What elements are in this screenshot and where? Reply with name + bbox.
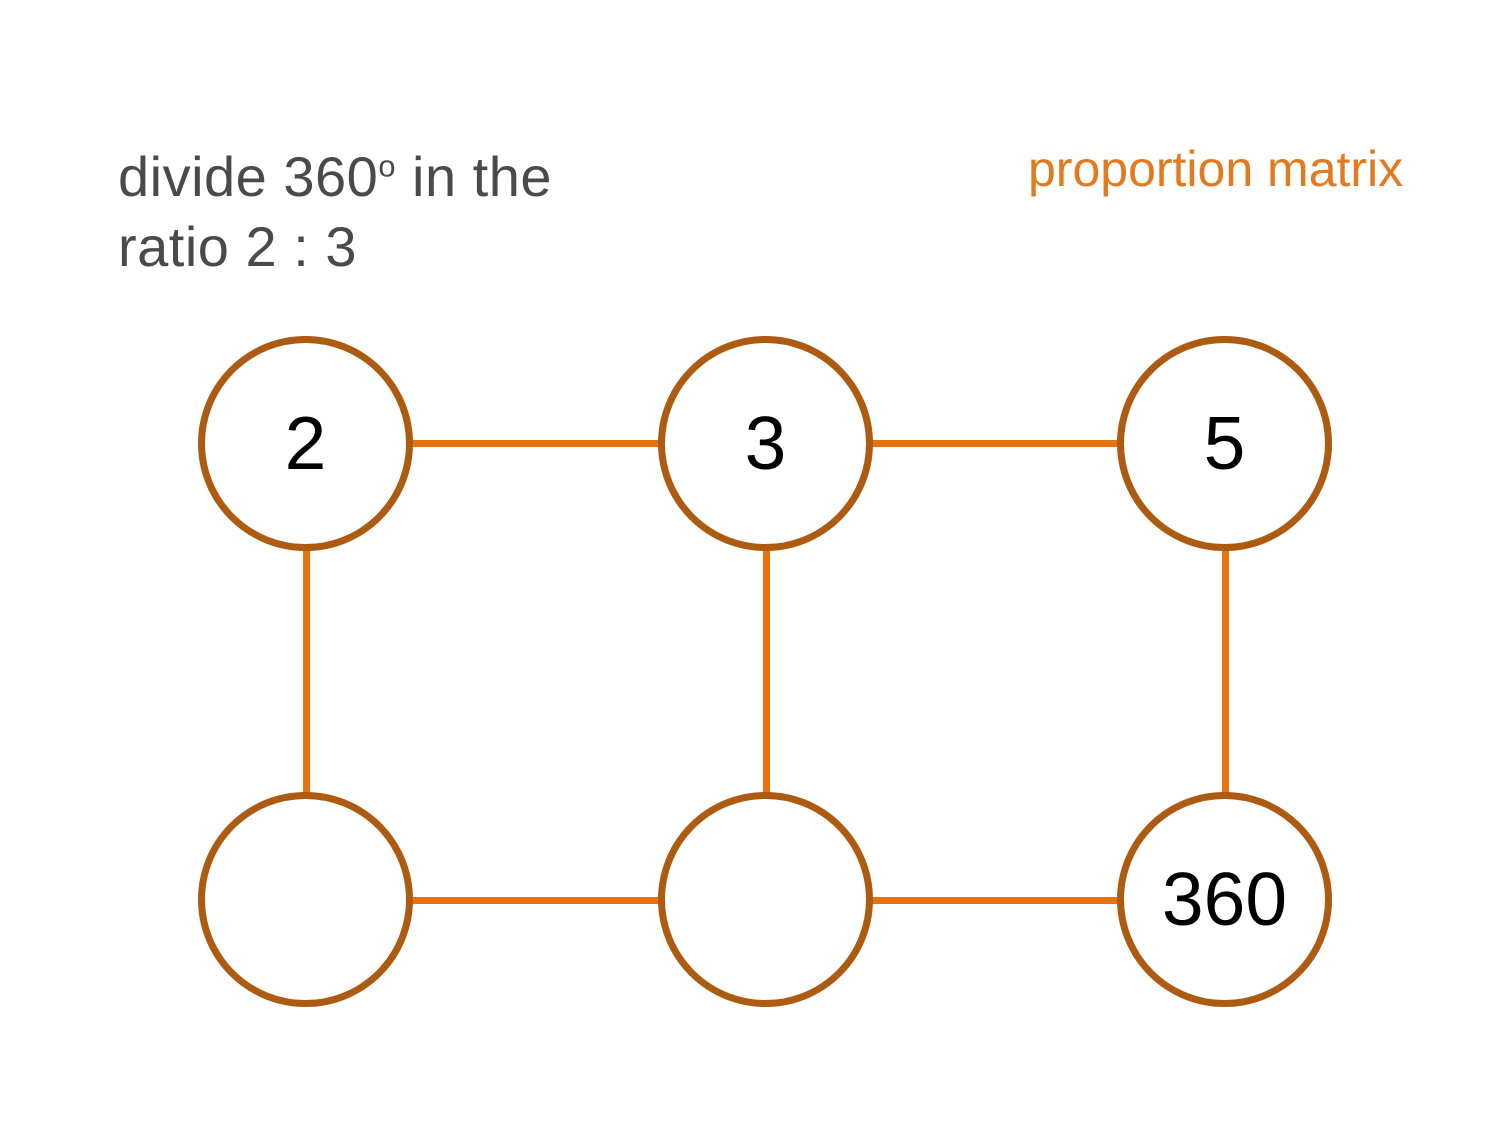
connector-ratio-a-to-ratio-b bbox=[306, 440, 766, 447]
cell-value: 3 bbox=[744, 401, 787, 485]
problem-line1-tail: in the bbox=[395, 145, 553, 208]
matrix-cell-angle-part-b-empty bbox=[658, 792, 873, 1007]
cell-value: 2 bbox=[284, 401, 327, 485]
cell-value: 5 bbox=[1203, 401, 1246, 485]
degree-superscript: o bbox=[378, 148, 396, 184]
matrix-cell-ratio-part-b: 3 bbox=[658, 336, 873, 551]
matrix-cell-angle-total: 360 bbox=[1117, 792, 1332, 1007]
connector-angle-b-to-total bbox=[766, 897, 1225, 904]
cell-value: 360 bbox=[1161, 857, 1288, 941]
connector-ratio-b-to-angle-b bbox=[763, 443, 770, 900]
problem-statement: divide 360o in the ratio 2 : 3 bbox=[118, 142, 552, 282]
problem-line1: divide 360o in the bbox=[118, 145, 552, 208]
proportion-matrix-label: proportion matrix bbox=[1028, 141, 1404, 197]
connector-ratio-b-to-total bbox=[766, 440, 1225, 447]
connector-ratio-total-to-angle-total bbox=[1222, 443, 1229, 900]
matrix-cell-ratio-part-a: 2 bbox=[198, 336, 413, 551]
connector-ratio-a-to-angle-a bbox=[303, 443, 310, 900]
matrix-cell-angle-part-a-empty bbox=[198, 792, 413, 1007]
connector-angle-a-to-angle-b bbox=[306, 897, 766, 904]
problem-line1-text: divide 360 bbox=[118, 145, 379, 208]
matrix-cell-ratio-total: 5 bbox=[1117, 336, 1332, 551]
problem-line2: ratio 2 : 3 bbox=[118, 215, 357, 278]
